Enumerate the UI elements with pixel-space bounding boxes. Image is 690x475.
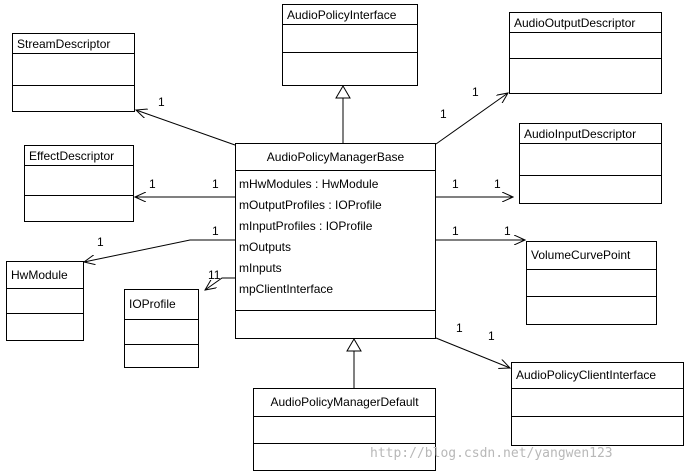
- multiplicity-stream-far: 1: [158, 95, 165, 109]
- attribute-hw-modules: mHwModules : HwModule: [239, 177, 379, 191]
- class-audio-output-descriptor: AudioOutputDescriptor: [509, 12, 662, 94]
- attribute-output-profiles: mOutputProfiles : IOProfile: [239, 198, 382, 212]
- multiplicity-volume-near: 1: [452, 224, 459, 238]
- multiplicity-hw-far: 1: [97, 235, 104, 249]
- attributes-compartment: mHwModules : HwModule mOutputProfiles : …: [236, 171, 435, 311]
- operations-compartment: [25, 196, 133, 221]
- class-volume-curve-point: VolumeCurvePoint: [526, 241, 657, 325]
- attributes-compartment: [512, 389, 683, 417]
- class-audio-policy-client-interface: AudioPolicyClientInterface: [511, 362, 684, 446]
- operations-compartment: [7, 314, 83, 340]
- association-io-profile: [205, 277, 235, 290]
- operations-compartment: [510, 59, 661, 93]
- attributes-compartment: [13, 54, 134, 86]
- class-audio-policy-manager-base: AudioPolicyManagerBase mHwModules : HwMo…: [235, 143, 436, 339]
- multiplicity-client-far: 1: [488, 329, 495, 343]
- class-name: AudioPolicyInterface: [283, 5, 417, 25]
- association-hw-module: [84, 239, 235, 262]
- class-effect-descriptor: EffectDescriptor: [24, 145, 134, 222]
- operations-compartment: [527, 297, 656, 324]
- multiplicity-output-far: 1: [472, 85, 479, 99]
- class-name: HwModule: [7, 262, 83, 289]
- watermark-text: http://blog.csdn.net/yangwen123: [370, 446, 613, 461]
- multiplicity-input-far: 1: [494, 177, 501, 191]
- class-io-profile: IOProfile: [124, 289, 199, 368]
- association-output-descriptor: [435, 93, 508, 145]
- attributes-compartment: [283, 25, 417, 53]
- multiplicity-output-near: 1: [440, 107, 447, 121]
- attributes-compartment: [254, 417, 435, 444]
- attribute-client-interface: mpClientInterface: [239, 282, 334, 296]
- class-name: VolumeCurvePoint: [527, 242, 656, 270]
- attributes-compartment: [125, 320, 198, 345]
- class-name: AudioPolicyManagerBase: [236, 144, 435, 171]
- class-name: StreamDescriptor: [13, 34, 134, 54]
- multiplicity-volume-far: 1: [504, 224, 511, 238]
- class-audio-policy-interface: AudioPolicyInterface: [282, 4, 418, 86]
- operations-compartment: [236, 311, 435, 338]
- inheritance-triangle-manager-default: [346, 338, 362, 352]
- multiplicity-hw-near: 1: [212, 224, 219, 238]
- multiplicity-effect-far: 1: [149, 177, 156, 191]
- attributes-compartment: [7, 289, 83, 314]
- multiplicity-input-near: 1: [452, 177, 459, 191]
- multiplicity-effect-near: 1: [212, 177, 219, 191]
- attribute-outputs: mOutputs: [239, 240, 292, 254]
- operations-compartment: [512, 417, 683, 445]
- class-stream-descriptor: StreamDescriptor: [12, 33, 135, 112]
- attribute-inputs: mInputs: [239, 261, 282, 275]
- association-stream-descriptor: [136, 110, 236, 146]
- class-audio-input-descriptor: AudioInputDescriptor: [519, 123, 662, 204]
- attribute-input-profiles: mInputProfiles : IOProfile: [239, 219, 373, 233]
- class-name: AudioInputDescriptor: [520, 124, 661, 144]
- class-name: EffectDescriptor: [25, 146, 133, 166]
- association-client-interface: [435, 337, 510, 368]
- class-hw-module: HwModule: [6, 261, 84, 341]
- class-name: IOProfile: [125, 290, 198, 320]
- multiplicity-client-near: 1: [456, 321, 463, 335]
- inheritance-triangle-policy-interface: [335, 85, 351, 99]
- class-name: AudioPolicyManagerDefault: [254, 389, 435, 417]
- class-name: AudioOutputDescriptor: [510, 13, 661, 33]
- attributes-compartment: [25, 166, 133, 196]
- attributes-compartment: [510, 33, 661, 59]
- multiplicity-io-far: 11: [208, 268, 221, 282]
- operations-compartment: [125, 345, 198, 367]
- operations-compartment: [520, 176, 661, 203]
- operations-compartment: [13, 86, 134, 111]
- class-audio-policy-manager-default: AudioPolicyManagerDefault: [253, 388, 436, 471]
- operations-compartment: [283, 53, 417, 85]
- class-name: AudioPolicyClientInterface: [512, 363, 683, 389]
- attributes-compartment: [527, 270, 656, 297]
- attributes-compartment: [520, 144, 661, 176]
